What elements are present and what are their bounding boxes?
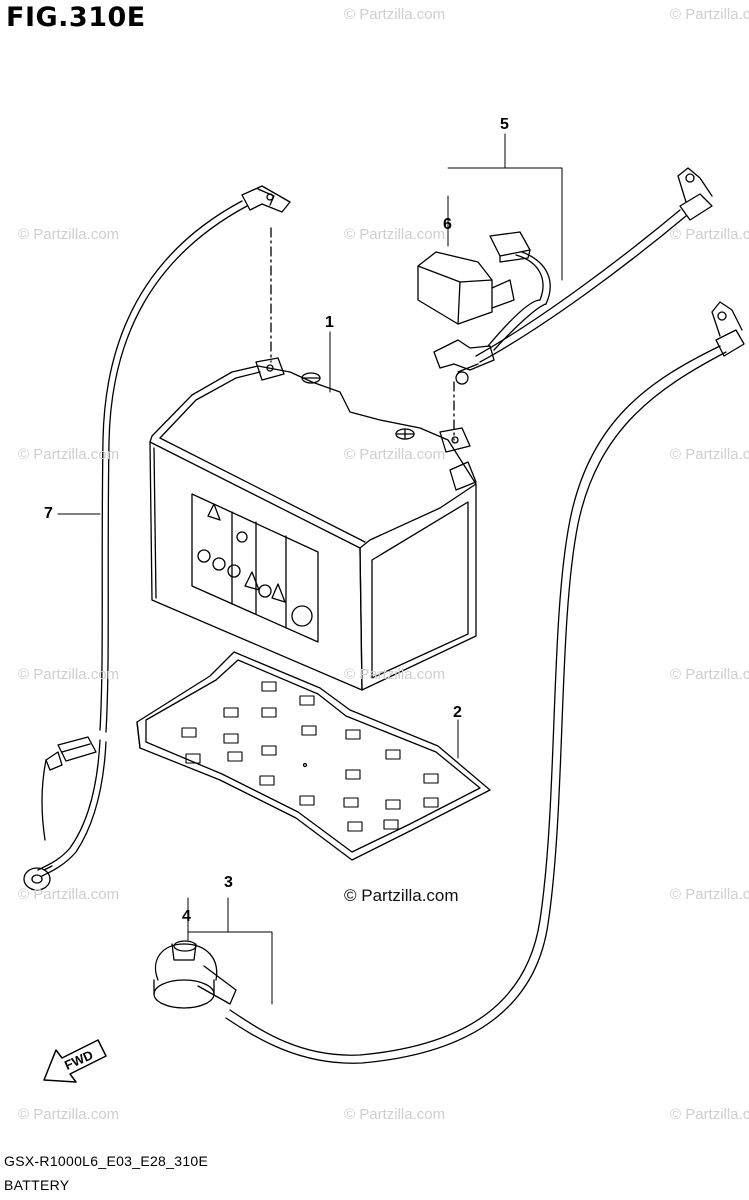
callout-7: 7: [44, 505, 53, 522]
watermark: © Partzilla.com: [670, 886, 749, 903]
copyright-notice: © Partzilla.com: [344, 886, 459, 905]
model-code: GSX-R1000L6_E03_E28_310E: [4, 1153, 209, 1169]
watermark: © Partzilla.com: [18, 1106, 120, 1123]
lead-assembly-5: [417, 167, 713, 385]
battery-tray-2: [136, 651, 491, 861]
callout-3: 3: [224, 874, 233, 891]
watermark: © Partzilla.com: [344, 226, 446, 243]
watermark: © Partzilla.com: [344, 446, 446, 463]
battery-1: [149, 357, 477, 691]
fwd-arrow-icon: FWD: [43, 1039, 107, 1083]
ground-lead-7: [23, 185, 291, 891]
watermark: © Partzilla.com: [670, 1106, 749, 1123]
watermark: © Partzilla.com: [344, 1106, 446, 1123]
callout-leaders: [57, 133, 563, 1005]
callout-6: 6: [443, 216, 452, 233]
watermark: © Partzilla.com: [18, 666, 120, 683]
figure-title: FIG.310E: [6, 2, 146, 33]
callout-1: 1: [325, 314, 334, 331]
watermark: © Partzilla.com: [344, 666, 446, 683]
watermark: © Partzilla.com: [344, 6, 446, 23]
section-name: BATTERY: [4, 1177, 70, 1193]
assembly-leaders: [270, 227, 455, 441]
watermark: © Partzilla.com: [18, 886, 120, 903]
cable-assembly-3: [153, 301, 745, 1064]
callout-5: 5: [500, 116, 509, 133]
watermark: © Partzilla.com: [670, 6, 749, 23]
watermark: © Partzilla.com: [18, 226, 120, 243]
watermark: © Partzilla.com: [670, 446, 749, 463]
watermark: © Partzilla.com: [18, 446, 120, 463]
watermark: © Partzilla.com: [670, 226, 749, 243]
watermark: © Partzilla.com: [670, 666, 749, 683]
callout-4: 4: [182, 908, 191, 925]
callout-2: 2: [453, 704, 462, 721]
